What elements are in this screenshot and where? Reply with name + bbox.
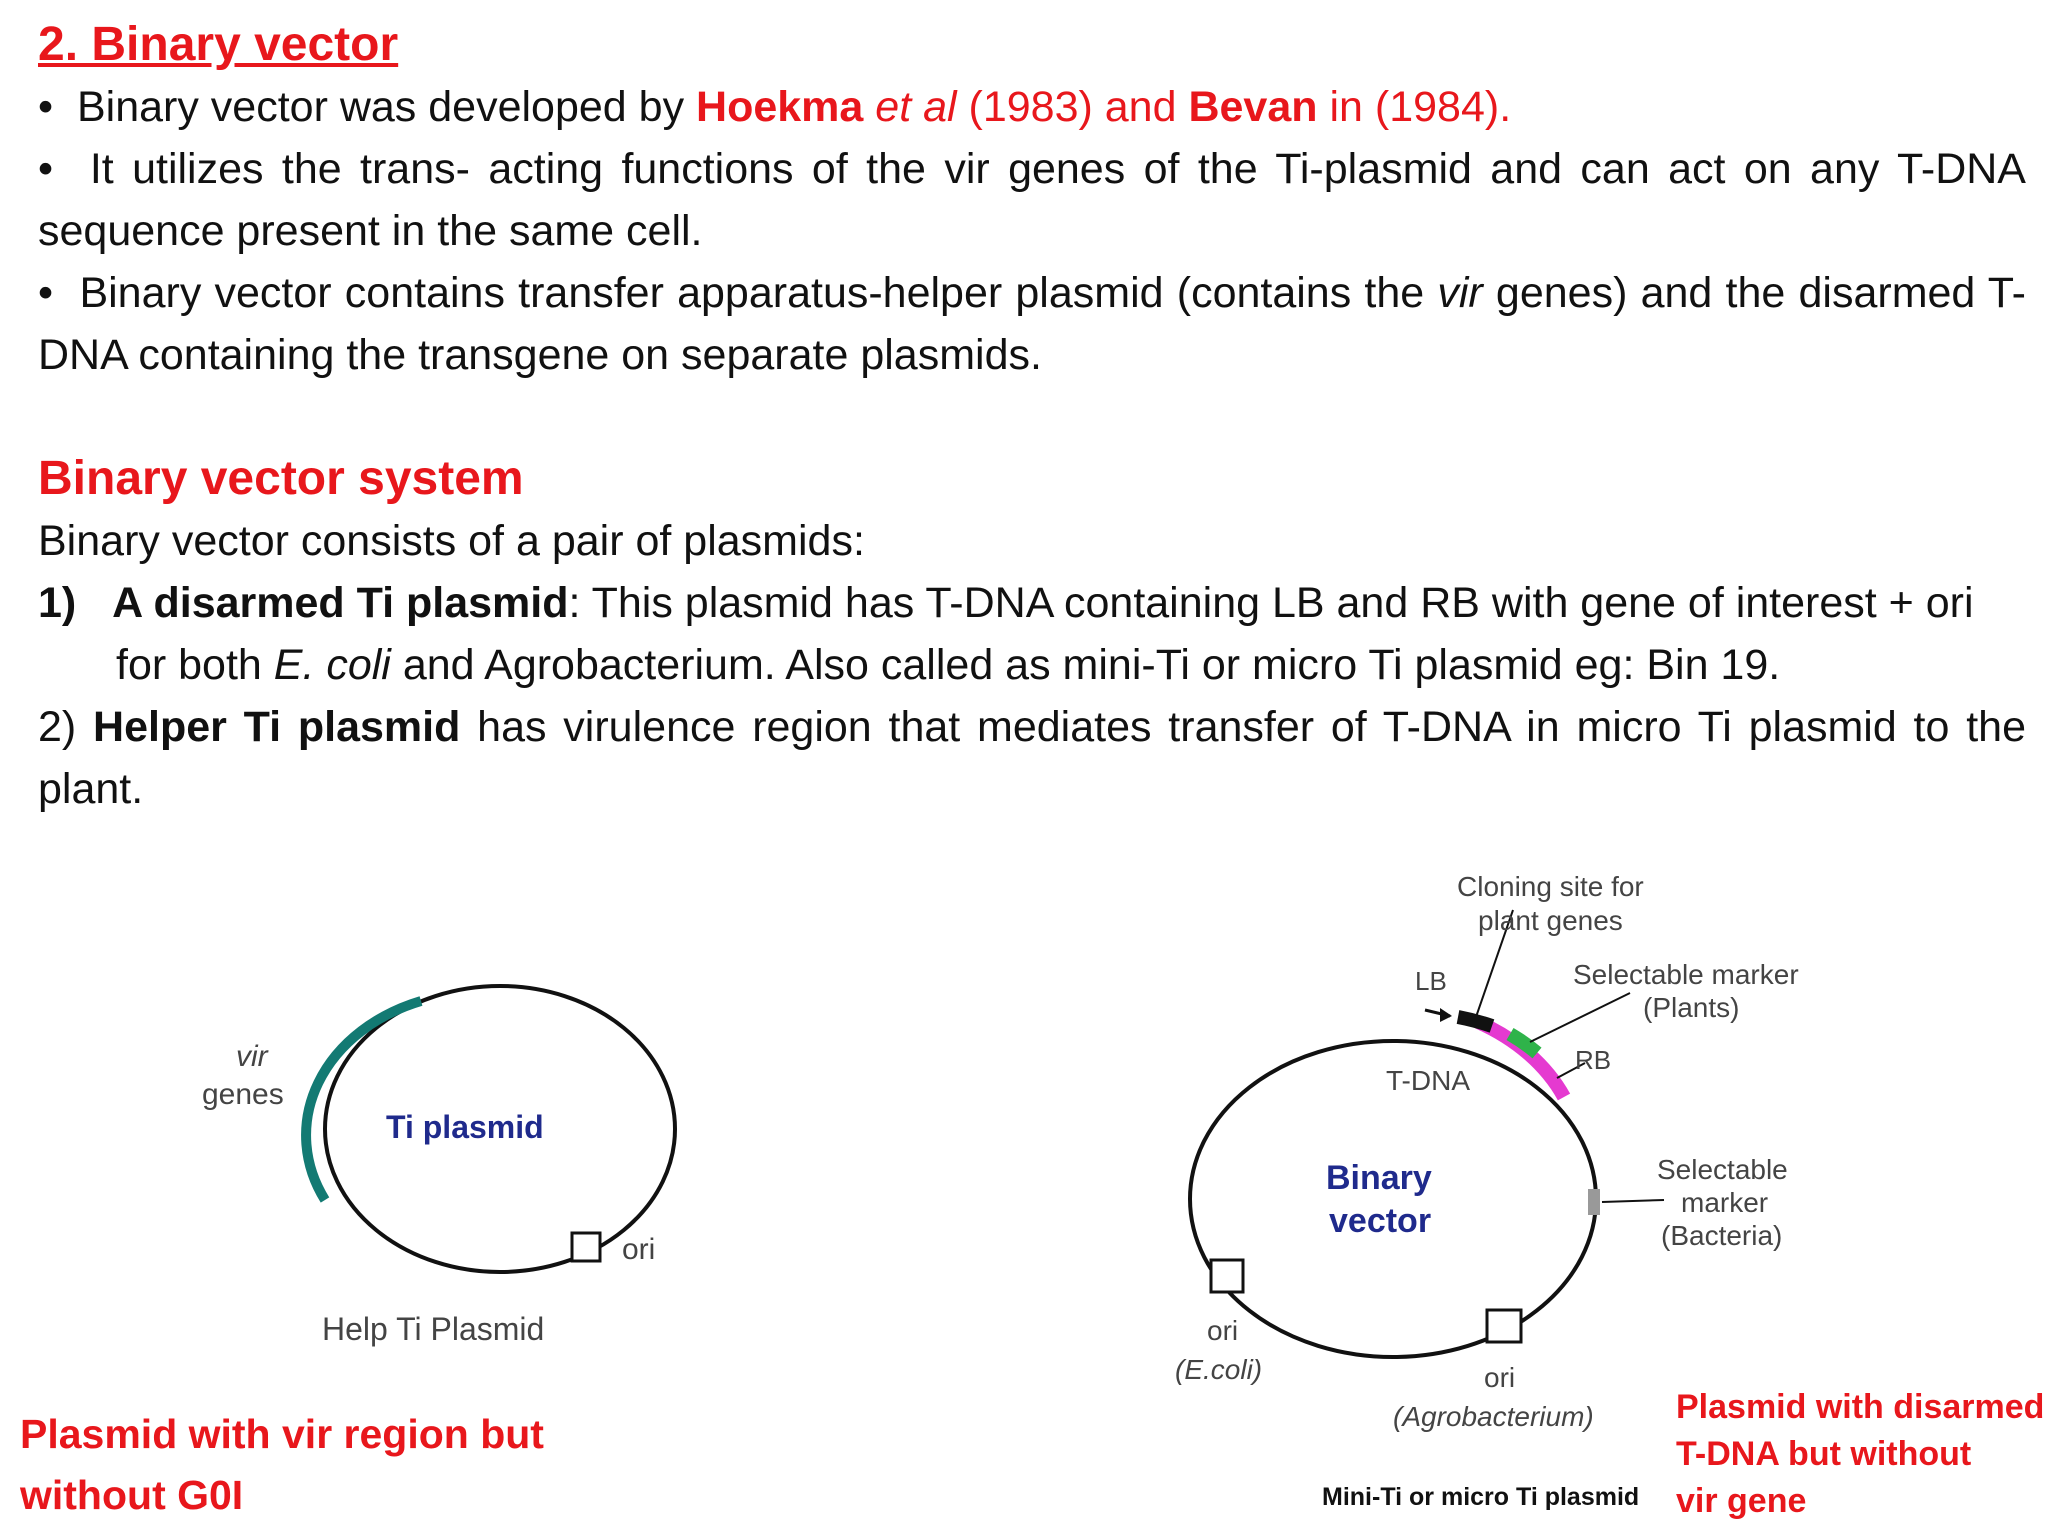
cloning-label-2: plant genes	[1478, 905, 1623, 936]
author-etal: et al	[875, 83, 957, 131]
ori-ecoli-box	[1209, 1258, 1245, 1294]
item-text: has virulence region that mediates trans…	[38, 703, 2026, 813]
author-bevan: Bevan	[1188, 83, 1318, 131]
helper-note: Plasmid with vir region but without G0I	[20, 1404, 544, 1526]
genes-label: genes	[202, 1078, 284, 1111]
bacteria-marker-label-3: (Bacteria)	[1661, 1220, 1782, 1251]
bacteria-marker	[1588, 1189, 1600, 1215]
item-text-end: and Agrobacterium. Also called as mini-T…	[390, 641, 1781, 689]
cloning-label-1: Cloning site for	[1457, 871, 1644, 902]
ori-ecoli-label-2: (E.coli)	[1175, 1354, 1262, 1385]
bullet-3: • Binary vector contains transfer appara…	[38, 262, 2026, 386]
bullet-text: Binary vector was developed by	[76, 83, 697, 131]
binary-label-1: Binary	[1326, 1159, 1432, 1197]
bullet-dot: •	[38, 269, 54, 317]
ori-ecoli-label-1: ori	[1207, 1315, 1238, 1346]
plant-marker-label-2: (Plants)	[1643, 992, 1739, 1023]
item-number: 1)	[38, 579, 77, 627]
bullet-text: It utilizes the trans- acting functions …	[38, 145, 2026, 255]
helper-caption: Help Ti Plasmid	[322, 1311, 544, 1347]
ti-plasmid-label: Ti plasmid	[386, 1109, 544, 1145]
rb-pointer	[1556, 1062, 1586, 1079]
plant-marker-segment	[1506, 1027, 1542, 1059]
item-title: A disarmed Ti plasmid	[112, 579, 569, 627]
vir-label: vir	[236, 1040, 269, 1073]
bullet-text-end: genes) and the disarmed T-DNA containing…	[38, 269, 2026, 379]
cloning-site-segment	[1456, 1010, 1495, 1033]
lb-label: LB	[1415, 966, 1447, 996]
mini-ti-caption: Mini-Ti or micro Ti plasmid	[1322, 1483, 1639, 1511]
tdna-label: T-DNA	[1386, 1065, 1470, 1096]
ori-label: ori	[622, 1233, 655, 1266]
slide-text: 2. Binary vector • Binary vector was dev…	[38, 14, 2026, 820]
bullet-dot: •	[38, 83, 54, 131]
item-text: : This plasmid has T-DNA containing LB a…	[116, 579, 1974, 689]
rb-label: RB	[1575, 1045, 1611, 1075]
mini-ti-note-line: T-DNA but without	[1676, 1435, 1972, 1473]
item-title: Helper Ti plasmid	[93, 703, 461, 751]
mini-ti-note-line: vir gene	[1676, 1482, 1807, 1520]
mini-ti-note-line: Plasmid with disarmed	[1676, 1388, 2045, 1426]
bullet-text: Binary vector contains transfer apparatu…	[79, 269, 1438, 317]
mini-ti-note: Plasmid with disarmed T-DNA but without …	[1676, 1384, 2044, 1525]
ori-agro-box	[1485, 1308, 1523, 1344]
bullet-2: • It utilizes the trans- acting function…	[38, 138, 2026, 262]
ori-agro-label-1: ori	[1484, 1362, 1515, 1393]
page-title: 2. Binary vector	[38, 18, 399, 71]
list-item-1: 1) A disarmed Ti plasmid: This plasmid h…	[38, 572, 2026, 696]
bacteria-marker-pointer	[1601, 1199, 1665, 1203]
bullet-dot: •	[38, 145, 54, 193]
ori-box	[570, 1231, 602, 1263]
helper-note-line: without G0I	[20, 1472, 244, 1518]
item-number: 2)	[38, 703, 77, 751]
bullet-1: • Binary vector was developed by Hoekma …	[38, 76, 2026, 138]
vir-italic: vir	[1437, 269, 1483, 317]
binary-label-2: vector	[1329, 1202, 1431, 1240]
system-intro: Binary vector consists of a pair of plas…	[38, 517, 865, 565]
year-1984: in (1984).	[1317, 83, 1512, 131]
lb-arrow-head	[1440, 1008, 1452, 1022]
author-hoekma: Hoekma	[696, 83, 864, 131]
bacteria-marker-label-2: marker	[1681, 1187, 1768, 1218]
ecoli-italic: E. coli	[273, 641, 391, 689]
plant-marker-label-1: Selectable marker	[1573, 959, 1799, 990]
ori-agro-label-2: (Agrobacterium)	[1393, 1401, 1594, 1432]
bacteria-marker-label-1: Selectable	[1657, 1154, 1788, 1185]
list-item-2: 2) Helper Ti plasmid has virulence regio…	[38, 696, 2026, 820]
helper-note-line: Plasmid with vir region but	[20, 1411, 544, 1457]
section-subtitle: Binary vector system	[38, 452, 524, 505]
ti-plasmid-circle	[323, 984, 677, 1274]
vir-region-arc	[301, 996, 423, 1203]
year-1983: (1983) and	[956, 83, 1189, 131]
plant-marker-pointer	[1529, 992, 1631, 1043]
cloning-pointer	[1475, 909, 1514, 1018]
